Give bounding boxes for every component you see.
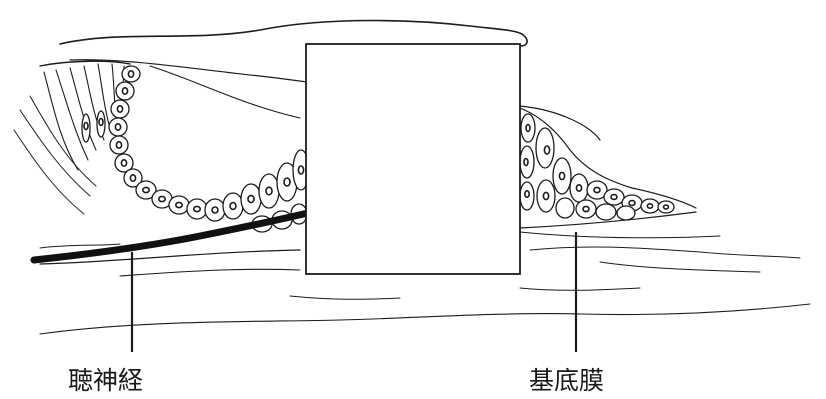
auditory-nerve-fiber — [30, 208, 316, 264]
outer-cells — [519, 107, 697, 229]
blank-box — [305, 43, 521, 275]
basilar-membrane-label: 基底膜 — [529, 366, 604, 395]
epithelial-cells — [81, 65, 310, 233]
spiral-limbus — [13, 60, 131, 215]
lower-tissue-lines — [39, 231, 811, 335]
auditory-nerve-label: 聴神経 — [68, 366, 143, 395]
